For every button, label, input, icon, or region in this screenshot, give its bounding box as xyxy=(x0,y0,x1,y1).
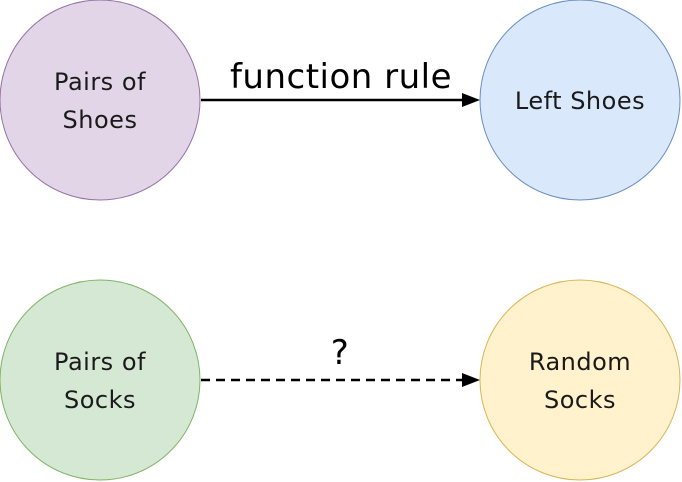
node-pairs-of-shoes-circle xyxy=(0,0,201,201)
node-left-shoes[interactable]: Left Shoes xyxy=(479,0,681,201)
edge-function-rule-arrowhead xyxy=(462,93,480,107)
node-random-socks[interactable]: Random Socks xyxy=(479,279,681,481)
node-pairs-of-socks[interactable]: Pairs of Socks xyxy=(0,279,201,481)
node-pairs-of-socks-circle xyxy=(0,279,201,481)
edge-unknown-arrowhead xyxy=(462,373,480,387)
node-left-shoes-circle xyxy=(479,0,681,201)
node-pairs-of-socks-line-1: Pairs of xyxy=(54,348,146,376)
node-random-socks-line-2: Socks xyxy=(544,386,616,414)
node-pairs-of-shoes-line-2: Shoes xyxy=(63,106,138,134)
edge-unknown: ? xyxy=(201,333,480,387)
edge-function-rule: function rule xyxy=(201,57,480,107)
node-pairs-of-shoes[interactable]: Pairs of Shoes xyxy=(0,0,201,201)
edge-unknown-label: ? xyxy=(331,333,350,373)
edge-function-rule-label: function rule xyxy=(230,57,452,97)
node-pairs-of-shoes-line-1: Pairs of xyxy=(54,68,146,96)
node-random-socks-circle xyxy=(479,279,681,481)
node-left-shoes-line-1: Left Shoes xyxy=(515,87,645,115)
node-random-socks-line-1: Random xyxy=(529,348,631,376)
node-pairs-of-socks-line-2: Socks xyxy=(64,386,136,414)
